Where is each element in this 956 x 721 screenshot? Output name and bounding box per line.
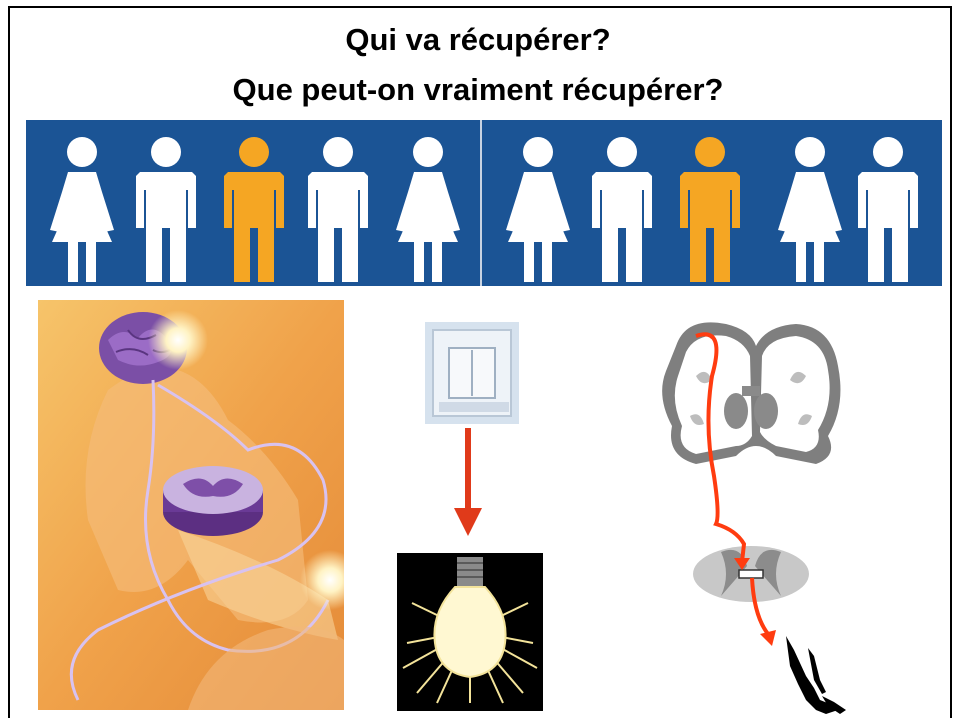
- people-banner: [26, 120, 942, 286]
- highlighted-man-figure-icon: [224, 137, 284, 282]
- woman-figure-icon: [778, 137, 842, 282]
- banner-divider: [480, 120, 482, 286]
- light-switch-icon: [425, 322, 519, 424]
- man-figure-icon: [858, 137, 918, 282]
- slide-title: Qui va récupérer?: [345, 22, 611, 57]
- light-bulb-icon: [397, 553, 543, 711]
- man-figure-icon: [136, 137, 196, 282]
- woman-figure-icon: [506, 137, 570, 282]
- nervous-system-illustration: [38, 300, 344, 710]
- woman-figure-icon: [396, 137, 460, 282]
- woman-figure-icon: [50, 137, 114, 282]
- highlighted-man-figure-icon: [680, 137, 740, 282]
- slide-frame: [8, 6, 952, 718]
- man-figure-icon: [592, 137, 652, 282]
- people-figures: [50, 137, 918, 282]
- motor-pathway-diagram: [656, 316, 846, 716]
- man-figure-icon: [308, 137, 368, 282]
- red-down-arrow-icon: [450, 428, 486, 540]
- slide-subtitle: Que peut-on vraiment récupérer?: [232, 72, 724, 107]
